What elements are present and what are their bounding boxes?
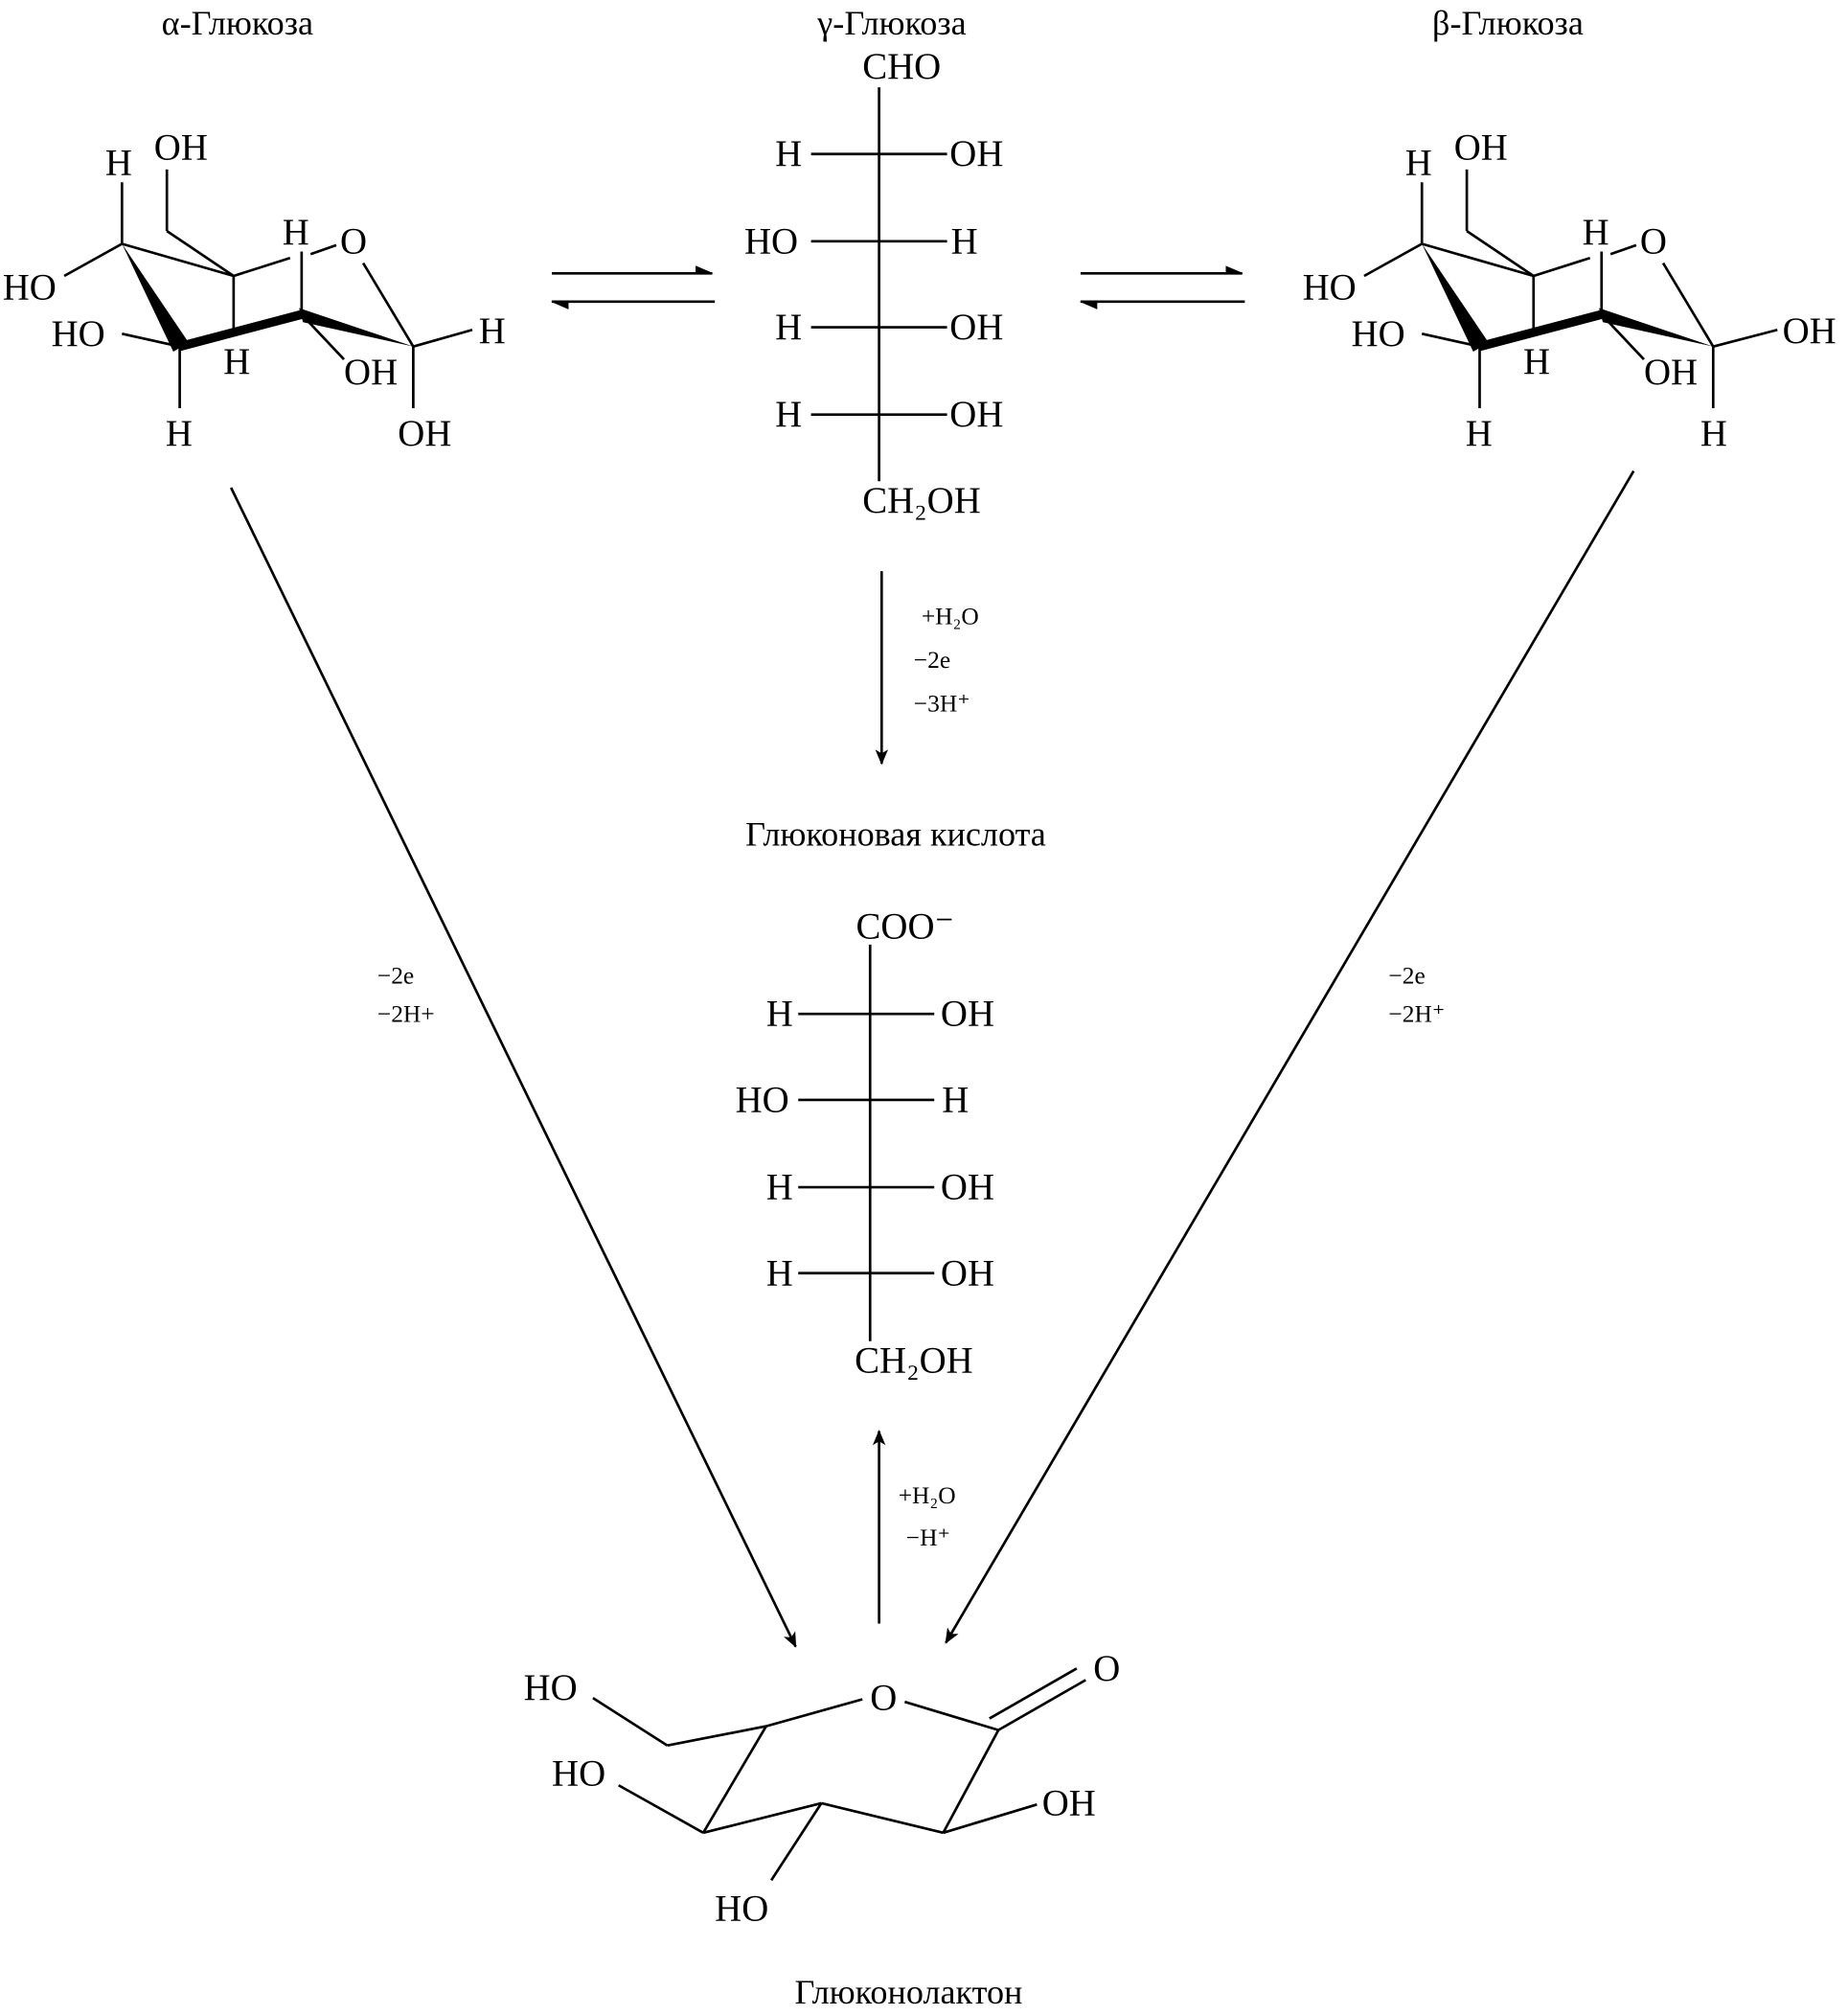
gluconolactone-title: Глюконолактон <box>794 1973 1022 2011</box>
atom-label: OH <box>941 994 994 1035</box>
atom-label: H <box>766 1252 793 1294</box>
atom-label: O <box>870 1678 897 1719</box>
atom-label: CHO <box>862 46 941 87</box>
atom-label: OH <box>941 1252 994 1294</box>
atom-label: H <box>1583 212 1609 253</box>
condition-label: +H₂O <box>922 602 979 630</box>
atom-label: H <box>1700 413 1727 454</box>
atom-label: H <box>951 220 978 262</box>
atom-label: H <box>1405 143 1432 184</box>
gamma-glucose-title: γ-Глюкоза <box>816 4 966 42</box>
atom-label: OH <box>1783 310 1837 352</box>
atom-label: OH <box>949 133 1003 174</box>
gluconic-acid-title: Глюконовая кислота <box>745 815 1046 854</box>
condition-label: −2e <box>914 646 950 674</box>
atom-label: H <box>775 307 802 348</box>
atom-label: O <box>1640 220 1667 262</box>
atom-label: H <box>1523 341 1550 382</box>
atom-label: H <box>766 994 793 1035</box>
atom-label: O <box>340 220 367 262</box>
atom-label: OH <box>1454 127 1508 169</box>
equilibrium-arrow-alpha-gamma <box>550 265 716 309</box>
atom-label: H <box>775 394 802 435</box>
alpha-glucose-structure: H OH HO H O HO H OH H H OH <box>3 127 506 455</box>
condition-label: −3H⁺ <box>914 690 970 718</box>
condition-label: −2e <box>377 962 414 990</box>
atom-label: H <box>942 1079 969 1120</box>
atom-label: H <box>283 212 309 253</box>
atom-label: HO <box>52 313 105 355</box>
atom-label: H <box>775 133 802 174</box>
atom-label: OH <box>398 413 451 454</box>
atom-label: O <box>1093 1648 1120 1689</box>
condition-label: −2H⁺ <box>1388 1000 1445 1028</box>
atom-label: OH <box>344 352 398 393</box>
atom-label: OH <box>1042 1782 1096 1823</box>
atom-label: CH₂OH <box>855 1340 973 1381</box>
atom-label: HO <box>1352 313 1405 355</box>
gluconic-acid-fischer: COO⁻ H OH HO H H OH H OH CH₂OH <box>736 906 994 1382</box>
reaction-arrow-alpha-to-lactone <box>229 487 797 1648</box>
atom-label: H <box>1466 413 1493 454</box>
condition-label: +H₂O <box>899 1481 956 1509</box>
alpha-glucose-title: α-Глюкоза <box>162 4 313 42</box>
gluconolactone-structure: O O HO HO HO OH <box>524 1648 1121 1929</box>
atom-label: HO <box>736 1079 789 1120</box>
atom-label: H <box>766 1167 793 1208</box>
atom-label: COO⁻ <box>856 906 954 948</box>
atom-label: HO <box>3 267 57 309</box>
atom-label: HO <box>552 1753 605 1795</box>
atom-label: H <box>479 310 506 352</box>
atom-label: OH <box>1644 352 1698 393</box>
reaction-arrow-beta-to-lactone <box>945 469 1635 1644</box>
atom-label: OH <box>154 127 208 169</box>
atom-label: OH <box>949 394 1003 435</box>
atom-label: OH <box>949 307 1003 348</box>
equilibrium-arrow-gamma-beta <box>1079 265 1245 309</box>
atom-label: HO <box>744 220 798 262</box>
condition-label: −H⁺ <box>906 1523 950 1551</box>
condition-label: −2e <box>1388 962 1425 990</box>
atom-label: HO <box>1303 267 1357 309</box>
atom-label: H <box>223 341 250 382</box>
beta-glucose-structure: H OH HO H O HO H OH OH H H <box>1303 127 1837 455</box>
atom-label: H <box>105 143 132 184</box>
atom-label: CH₂OH <box>862 480 981 521</box>
atom-label: OH <box>941 1167 994 1208</box>
atom-label: HO <box>524 1667 578 1708</box>
beta-glucose-title: β-Глюкоза <box>1432 4 1584 42</box>
condition-label: −2H+ <box>377 1000 435 1028</box>
gamma-glucose-fischer: CHO H OH HO H H OH H OH CH₂OH <box>744 46 1003 521</box>
atom-label: H <box>166 413 193 454</box>
atom-label: HO <box>715 1888 768 1929</box>
